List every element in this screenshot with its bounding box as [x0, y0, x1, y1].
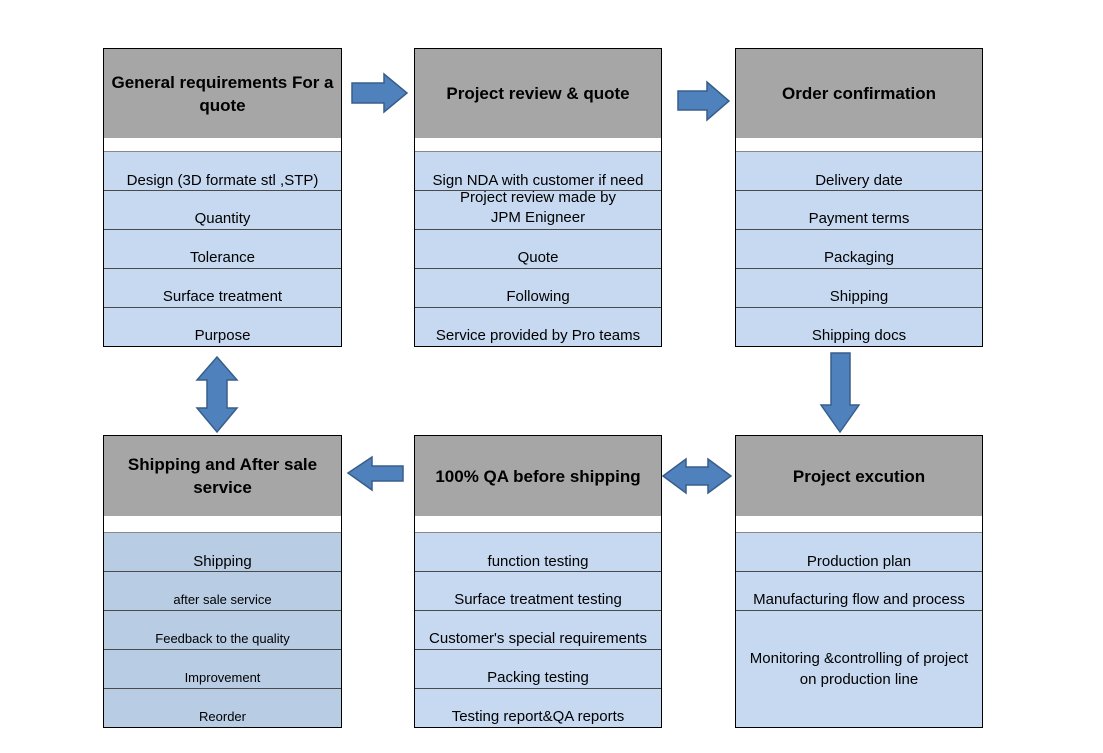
list-item: Sign NDA with customer if need	[415, 151, 661, 191]
box-title: Project excution	[736, 436, 982, 516]
box-title: Order confirmation	[736, 49, 982, 138]
list-item: Payment terms	[736, 190, 982, 229]
box-title: Project review & quote	[415, 49, 661, 138]
box-qa-before-shipping: 100% QA before shipping function testing…	[414, 435, 662, 728]
list-item: Reorder	[104, 688, 341, 727]
list-item: Monitoring &controlling of project on pr…	[736, 610, 982, 727]
list-item: Delivery date	[736, 151, 982, 191]
arrow-up-down-icon	[195, 355, 239, 434]
list-item: Purpose	[104, 307, 341, 346]
list-item: Manufacturing flow and process	[736, 571, 982, 610]
box-general-requirements: General requirements For a quote Design …	[103, 48, 342, 347]
box-title: Shipping and After sale service	[104, 436, 341, 516]
list-item: Testing report&QA reports	[415, 688, 661, 727]
list-item: Design (3D formate stl ,STP)	[104, 151, 341, 191]
box-title: General requirements For a quote	[104, 49, 341, 138]
box-project-execution: Project excution Production plan Manufac…	[735, 435, 983, 728]
list-item: Quantity	[104, 190, 341, 229]
box-project-review: Project review & quote Sign NDA with cus…	[414, 48, 662, 347]
list-item: Customer's special requirements	[415, 610, 661, 649]
list-item: Surface treatment	[104, 268, 341, 307]
list-item: Surface treatment testing	[415, 571, 661, 610]
box-order-confirmation: Order confirmation Delivery date Payment…	[735, 48, 983, 347]
list-item: Service provided by Pro teams	[415, 307, 661, 346]
list-item: Production plan	[736, 532, 982, 572]
list-item: Quote	[415, 229, 661, 268]
arrow-left-right-icon	[661, 457, 733, 495]
list-item: Packing testing	[415, 649, 661, 688]
list-item: Shipping	[104, 532, 341, 572]
list-item: Shipping docs	[736, 307, 982, 346]
list-item: Project review made by JPM Enigneer	[415, 189, 661, 229]
list-item: function testing	[415, 532, 661, 572]
list-item: Tolerance	[104, 229, 341, 268]
list-item: Packaging	[736, 229, 982, 268]
arrow-left-icon	[346, 455, 404, 492]
list-item: Improvement	[104, 649, 341, 688]
list-item: Shipping	[736, 268, 982, 307]
arrow-right-icon	[677, 80, 731, 122]
arrow-down-icon	[819, 352, 861, 434]
box-shipping-after-sale: Shipping and After sale service Shipping…	[103, 435, 342, 728]
list-item: after sale service	[104, 571, 341, 610]
box-title: 100% QA before shipping	[415, 436, 661, 516]
arrow-right-icon	[351, 72, 409, 114]
list-item: Feedback to the quality	[104, 610, 341, 649]
list-item: Following	[415, 268, 661, 307]
